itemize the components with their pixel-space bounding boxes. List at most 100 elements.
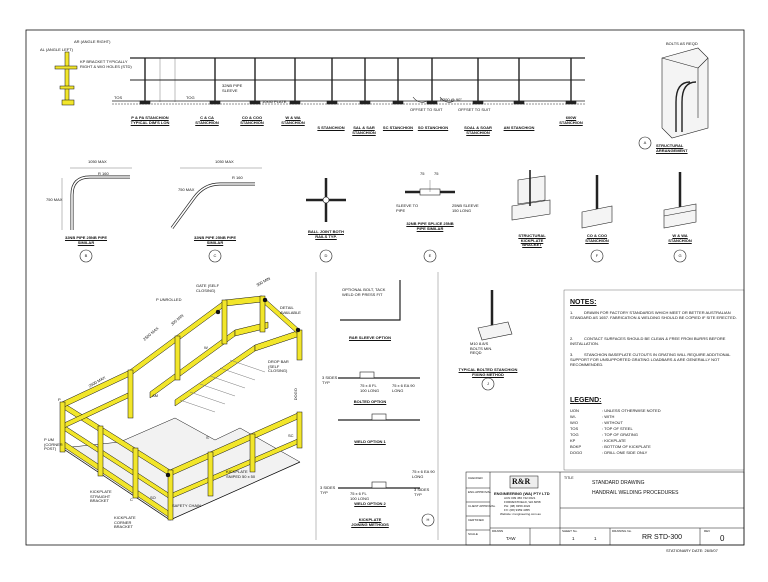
sheet-border [25,29,745,546]
iso-p: P [58,397,61,402]
tb-title-label: TITLE [564,476,574,480]
weld-3sides-c: 3 SIDES TYP [414,487,430,497]
tb-drawing-no: RR STD-300 [642,534,683,541]
legend-key: UON [570,408,579,413]
detail-b-bend [61,167,132,263]
iso-so: SO [150,495,156,500]
legend-key: W/O [570,420,578,425]
note-1: 1.DRAWN FOR FACTORY STANDARDS WHICH MEET… [570,310,740,320]
note-1-text: DRAWN FOR FACTORY STANDARDS WHICH MEET O… [570,310,737,320]
company-addr2: FORRESTFIELD, WA 6058 [504,500,541,504]
tb-side-label: ENG APPROVAL [468,490,492,494]
iso-kick-straight: KICKPLATE STRAIGHT BRACKET [90,489,112,504]
label-tog: TOG [186,95,195,100]
note-2-num: 2. [570,336,574,341]
iso-dogo: DOGO [292,388,298,401]
tag-e: E [428,253,432,258]
tb-std-drawing: STANDARD DRAWING [592,480,645,486]
label-ar: AR (ANGLE RIGHT) [74,39,111,44]
stanchion-label-co: CO & COO STANCHION [240,115,264,125]
isometric-handrail [59,295,303,521]
e-d1: 75 [420,171,425,176]
label-tos: TOS [114,95,123,100]
tag-j: J [487,381,489,386]
e-label: 32NB PIPE SPLICE 25NB PIPE SIMILAR [406,221,454,231]
b-side: 750 MAX [46,197,63,202]
stationary-date: STATIONARY DATE: 26/5/07 [666,548,718,553]
weld-option-2: WELD OPTION 2 [354,501,386,506]
tb-sheet-val: 1 [572,536,575,541]
label-al: AL (ANGLE LEFT) [40,47,73,52]
detail-e-splice [405,180,455,263]
tb-rev-val: 0 [720,534,725,543]
legend-key: DOGO [570,450,583,455]
c-label: 32NB PIPE 25NB PIPE SIMILAR [193,235,237,245]
tb-drawing-title: HANDRAIL WELDING PROCEDURES [592,490,679,496]
weld-lg2: 75 x 6 EA 90 LONG [392,383,415,393]
b-radius: R 160 [98,171,109,176]
iso-gate: GATE (SELF CLOSING) [196,283,220,293]
legend-value: : WITHOUT [602,420,623,425]
e-sleeve2: 25NB SLEEVE 150 LONG [452,203,479,213]
stanchion-label-s: S STANCHION [317,125,345,130]
legend-item: TOG: TOP OF GRATING [570,432,638,437]
note-1-num: 1. [570,310,574,315]
tb-sheet-label: SHEET No. [562,529,578,533]
iso-drop-bar: DROP BAR (SELF CLOSING) [268,359,289,374]
c-max: 1050 MAX [215,159,234,164]
notes-title: NOTES: [570,299,597,306]
stanchion-label-w: W & WA STANCHION [281,115,305,125]
tb-drawn-val: TAW [506,536,516,541]
iso-sc: SC [288,433,294,438]
legend-item: W/-: WITH [570,414,614,419]
stanchion-label-sc: SC STANCHION [382,125,414,130]
stanchion-label-am: AM STANCHION [503,125,535,130]
structural-label: STRUCTURAL ARRANGEMENT [656,143,688,153]
company-addr3: PH: (08) 9359 4022 [504,504,531,508]
weld-lg1: 75 x 8 FL 100 LONG [360,383,380,393]
c-side: 750 MAX [178,187,195,192]
note-2-text: CONTACT SURFACES SHOULD BE CLEAN & FREE … [570,336,726,346]
weld-options [315,272,439,540]
iso-detail: DETAIL AVAILABLE [280,305,301,315]
detail-g-stanchion [663,172,697,263]
kickplate-joining: KICKPLATE JOINING METHODS [351,517,389,527]
iso-p-unrolled: P UNROLLED [156,297,182,302]
iso-s: S [206,435,209,440]
legend-item: UON: UNLESS OTHERWISE NOTED [570,408,661,413]
tag-d: D [324,253,328,258]
g-label: W & WA STANCHION [668,233,692,243]
stanchion-label-soal: SOAL & SOAR STANCHION [464,125,492,135]
legend-key: TOS [570,426,579,431]
iso-safety-chain: SAFETY CHAIN [172,503,202,508]
note-3-num: 3. [570,352,574,357]
company-logo: R&R [512,477,531,486]
tag-b: B [84,253,88,258]
weld-lg4: 75 x 6 EA 90 LONG [412,469,435,479]
iso-c: C [130,497,133,502]
label-r300: R300 @ 90° [440,97,462,102]
tag-a: A [643,140,647,145]
note-2: 2.CONTACT SURFACES SHOULD BE CLEAN & FRE… [570,336,740,346]
tb-side-label: SCALE [468,532,478,536]
legend-value: : DRILL ONE SIDE ONLY [602,450,648,455]
stanchion-label-p: P & PA STANCHION TYPICAL DIM'S LON [130,115,170,125]
detail-c-bend [170,167,262,263]
weld-option-1: WELD OPTION 1 [354,439,386,444]
tb-of-val: 1 [594,536,597,541]
legend-key: W/- [570,414,577,419]
detail-d-ball-joint [306,178,346,263]
bolted-bolt: M10 8.8/S BOLTS MIN. REQD [470,341,493,356]
detail-j-bolted [477,290,513,391]
b-label: 32NB PIPE 25NB PIPE SIMILAR [64,235,108,245]
weld-sleeve-option: R&R SLEEVE OPTION [348,335,392,340]
bolted-label: TYPICAL BOLTED STANCHION FIXING METHOD [458,367,518,377]
tag-g: G [678,253,682,258]
notes-box [563,289,745,471]
legend-value: : KICKPLATE [602,438,626,443]
stanchion-elevation [112,57,585,105]
c-radius: R 160 [232,175,243,180]
legend-key: TOG [570,432,579,437]
tb-drawing-no-label: DRAWING No. [612,529,632,533]
weld-optional: OPTIONAL BOLT, TACK WELD OR PRESS FIT [342,287,386,297]
